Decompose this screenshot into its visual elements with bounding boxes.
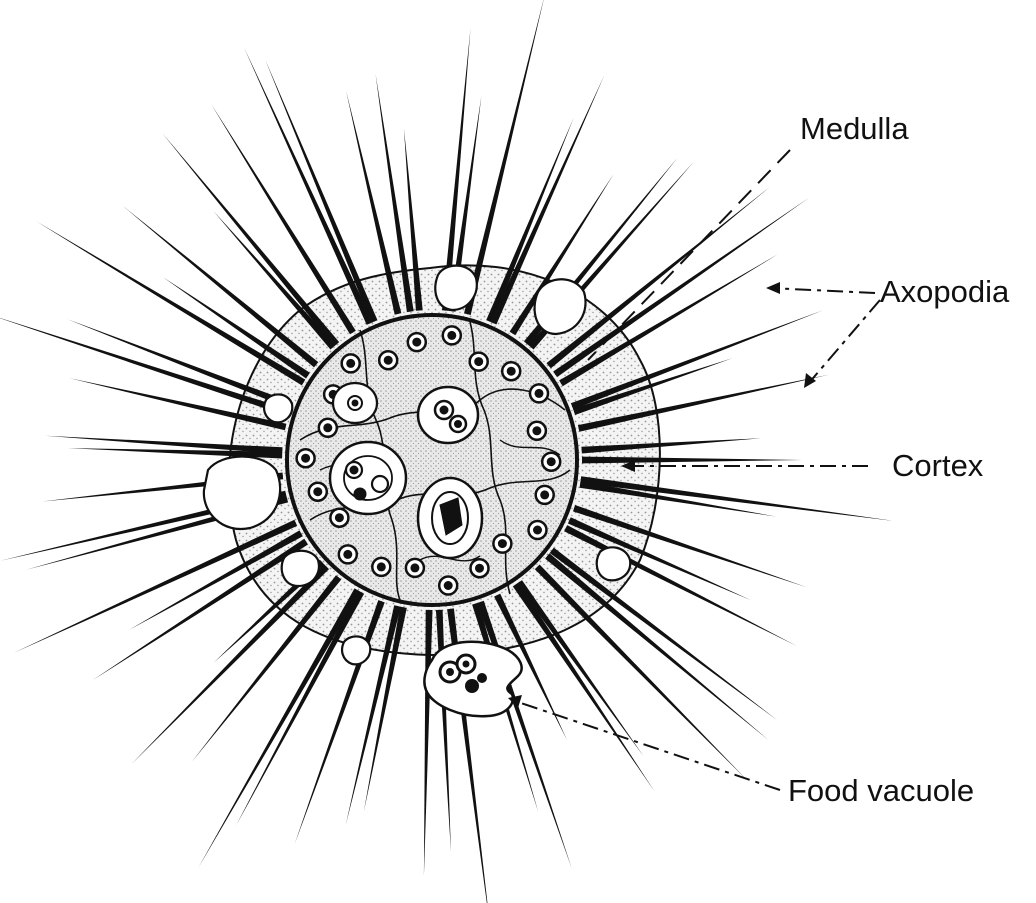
central-nucleus: [418, 387, 478, 443]
label-cortex: Cortex: [892, 448, 984, 483]
arrowhead-icon: [766, 282, 780, 294]
nucleolus: [540, 490, 549, 499]
nucleolus: [507, 367, 516, 376]
nucleolus: [412, 338, 421, 347]
axopodium: [14, 520, 297, 653]
nucleolus: [323, 423, 332, 432]
nucleolus: [474, 357, 483, 366]
central-nucleus: [330, 442, 406, 514]
axopodium: [0, 316, 291, 417]
nucleolus: [535, 389, 544, 398]
nucleolus: [384, 356, 393, 365]
nucleolus: [410, 563, 419, 572]
central-nucleus: [333, 383, 377, 423]
vacuole: [597, 547, 630, 580]
nucleolus: [447, 331, 456, 340]
nucleolus: [335, 513, 344, 522]
axopodium: [132, 564, 329, 764]
nucleolus: [346, 359, 355, 368]
medulla-region: [287, 315, 577, 605]
food-vacuole: [424, 642, 521, 717]
leader-food-vacuole: [512, 700, 780, 790]
nucleolus: [313, 487, 322, 496]
nucleolus: [498, 539, 507, 548]
vacuole: [342, 636, 370, 664]
nucleolus: [547, 457, 556, 466]
leader-axopodia-1: [770, 288, 875, 293]
label-medulla: Medulla: [800, 111, 909, 146]
vacuole: [264, 394, 292, 422]
nucleolus: [532, 426, 541, 435]
nucleolus: [444, 581, 453, 590]
nucleolus: [343, 550, 352, 559]
nucleolus: [301, 454, 310, 463]
label-food-vacuole: Food vacuole: [788, 773, 974, 808]
nucleolus: [533, 526, 542, 535]
nucleolus: [377, 562, 386, 571]
nucleolus: [475, 564, 484, 573]
axopodium: [582, 457, 802, 464]
label-axopodia: Axopodia: [880, 274, 1010, 309]
vacuole: [204, 457, 280, 530]
leader-axopodia-2: [808, 300, 880, 384]
central-nucleus: [418, 478, 482, 558]
vacuole: [282, 551, 319, 586]
